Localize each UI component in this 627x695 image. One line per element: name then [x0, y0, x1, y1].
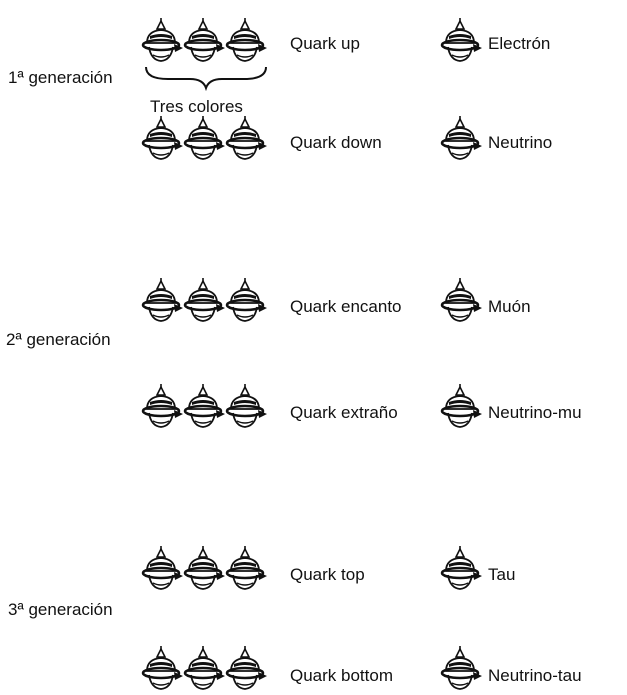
- spin-icon: [183, 276, 227, 323]
- spin-icon: [141, 276, 185, 323]
- electron-label: Electrón: [488, 34, 551, 53]
- spin-icon: [225, 644, 269, 691]
- neutrino-mu-label: Neutrino-mu: [488, 403, 582, 422]
- spin-icon: [225, 16, 269, 63]
- spin-icon: [440, 382, 484, 429]
- quark-top-label: Quark top: [290, 565, 365, 584]
- tau-label: Tau: [488, 565, 516, 584]
- colors-label: Tres colores: [150, 97, 243, 116]
- muon-label: Muón: [488, 297, 531, 316]
- quark-down-label: Quark down: [290, 133, 382, 152]
- generation-2-label: 2ª generación: [6, 330, 111, 349]
- spin-icon: [440, 276, 484, 323]
- spin-icon: [225, 382, 269, 429]
- spin-icon: [183, 16, 227, 63]
- quark-up-label: Quark up: [290, 34, 360, 53]
- spin-icon: [183, 644, 227, 691]
- neutrino-tau-label: Neutrino-tau: [488, 666, 582, 685]
- spin-icon: [141, 382, 185, 429]
- quark-bottom-label: Quark bottom: [290, 666, 393, 685]
- spin-icon: [225, 114, 269, 161]
- neutrino-label: Neutrino: [488, 133, 553, 152]
- spin-icon: [141, 114, 185, 161]
- spin-icon: [440, 544, 484, 591]
- colors-brace: [145, 66, 267, 92]
- spin-icon: [141, 644, 185, 691]
- quark-strange-label: Quark extraño: [290, 403, 398, 422]
- spin-icon: [225, 544, 269, 591]
- spin-icon: [440, 114, 484, 161]
- spin-icon: [440, 644, 484, 691]
- spin-icon: [440, 16, 484, 63]
- generation-1-label: 1ª generación: [8, 68, 113, 87]
- spin-icon: [183, 544, 227, 591]
- spin-icon: [141, 16, 185, 63]
- spin-icon: [225, 276, 269, 323]
- generation-3-label: 3ª generación: [8, 600, 113, 619]
- spin-icon: [141, 544, 185, 591]
- quark-charm-label: Quark encanto: [290, 297, 402, 316]
- spin-icon: [183, 114, 227, 161]
- spin-icon: [183, 382, 227, 429]
